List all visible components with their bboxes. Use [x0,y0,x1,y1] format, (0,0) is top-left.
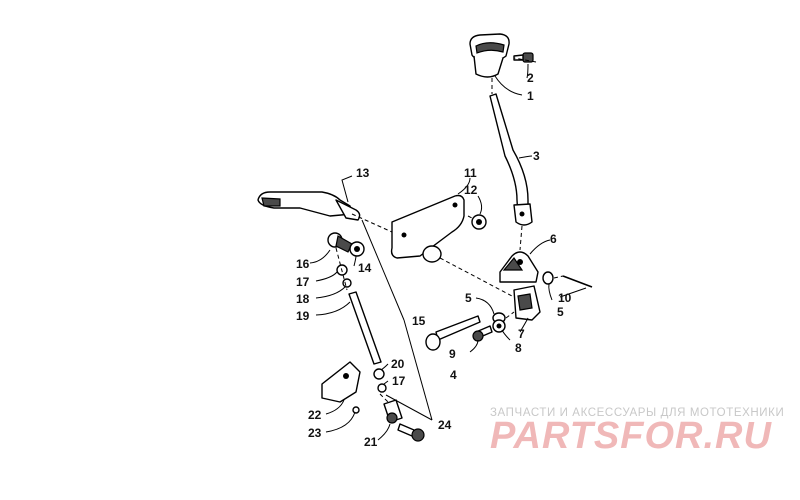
upper-clevis-part [499,251,539,283]
callout-20: 20 [391,357,405,371]
shift-knob-part [469,33,510,78]
callout-11: 11 [464,166,477,180]
callout-labels: 1 2 3 4 5 5 6 7 8 9 10 11 12 13 14 15 16… [296,71,572,449]
callout-24: 24 [438,418,452,432]
cotter-pin-part [562,275,593,288]
callout-1: 1 [527,89,534,103]
callout-14: 14 [358,261,372,275]
leader-lines [309,63,587,441]
boot-part [342,278,352,288]
callout-5-left: 5 [465,291,472,305]
ball-joint-part [327,232,353,253]
callout-22: 22 [308,408,322,422]
lower-bracket-part [321,361,361,414]
callout-21: 21 [364,435,378,449]
callout-5-right: 5 [557,305,564,319]
callout-16: 16 [296,257,310,271]
lower-bolt-part [397,423,425,442]
watermark-logo: PARTSFOR.RU [490,415,772,457]
callout-6: 6 [550,232,557,246]
flange-nut-part [471,214,487,230]
set-screw-part [513,52,534,63]
callout-10: 10 [558,291,572,305]
alignment-lines [335,57,564,405]
nut-part-lower [373,368,385,380]
shift-rod-part [348,291,382,365]
callout-17-upper: 17 [296,275,310,289]
shift-lever-part [489,93,533,226]
mounting-bracket-part [390,194,465,263]
callout-23: 23 [308,426,322,440]
callout-12: 12 [464,183,478,197]
callout-3: 3 [533,149,540,163]
lock-washer-part-bottom [377,383,387,393]
callout-17-lower: 17 [392,374,406,388]
small-bolt-part [472,325,493,342]
callout-7: 7 [518,327,525,341]
callout-13: 13 [356,166,370,180]
callout-18: 18 [296,292,310,306]
lower-clevis-part [513,285,541,321]
hex-nut-part [492,319,506,333]
watermark-tagline: ЗАПЧАСТИ И АКСЕССУАРЫ ДЛЯ МОТОТЕХНИКИ [490,407,784,419]
lower-ball-joint-part [383,399,403,424]
clevis-bolt-part [425,315,481,351]
jam-nut-part [349,241,365,257]
callout-9: 9 [449,347,456,361]
callout-8: 8 [515,341,522,355]
callout-4: 4 [450,368,457,382]
shift-arm-part [257,191,361,221]
callout-19: 19 [296,309,310,323]
washer-part-right [542,271,554,285]
callout-2: 2 [527,71,534,85]
callout-15: 15 [412,314,426,328]
site-watermark: ЗАПЧАСТИ И АКСЕССУАРЫ ДЛЯ МОТОТЕХНИКИ PA… [490,407,784,457]
